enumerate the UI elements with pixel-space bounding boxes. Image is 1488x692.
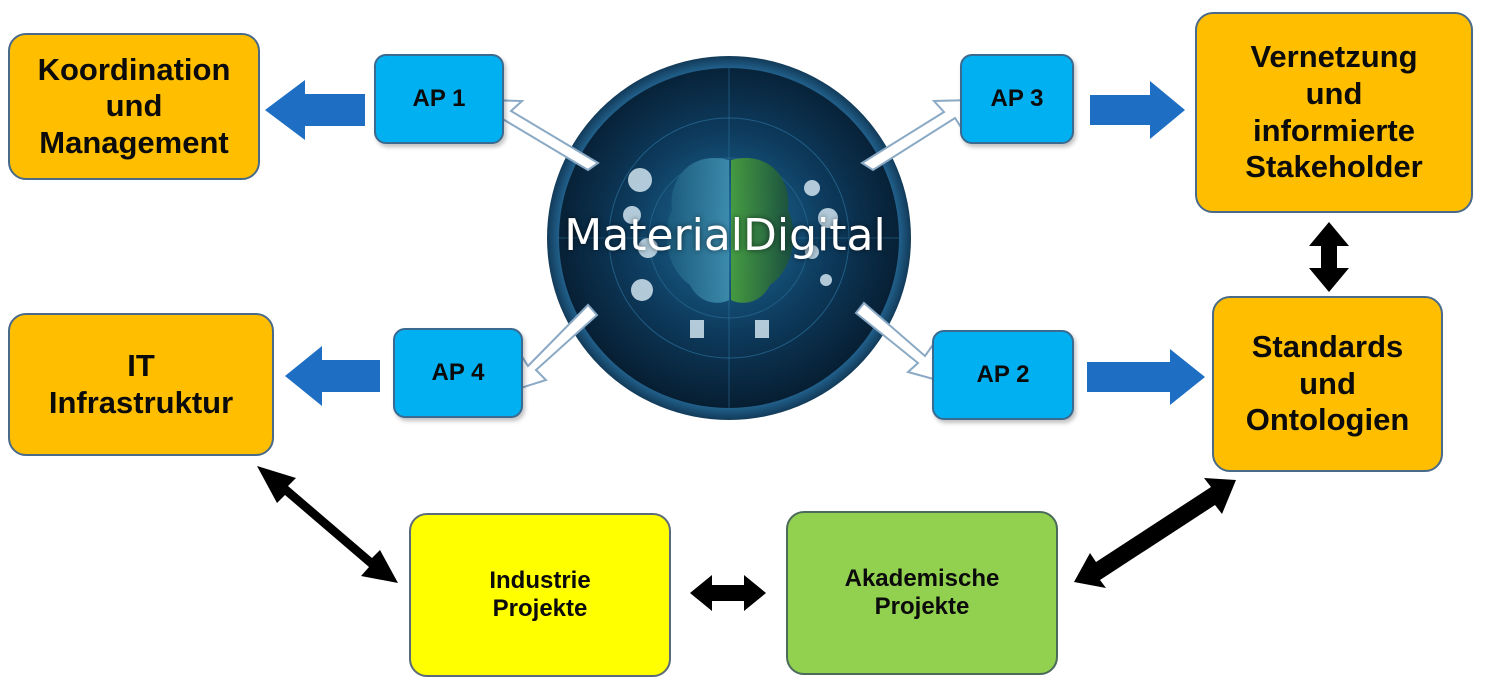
industrie-line-2: Projekte — [492, 595, 588, 622]
koordination-line-1: Koordination — [37, 51, 231, 87]
vernetzung-line-3: informierte — [1253, 112, 1415, 148]
arrow-vernetzung-standards — [1309, 222, 1349, 292]
arrow-industrie-akademisch — [690, 575, 766, 611]
standards-line-3: Ontologien — [1245, 402, 1410, 438]
ap-to-outer-arrows — [265, 80, 1205, 406]
koordination-line-3: Management — [39, 124, 229, 160]
arrow-ap1-koordination — [265, 80, 365, 140]
akademische-projekte-box: Akademische Projekte — [786, 511, 1058, 675]
it-line-2: Infrastruktur — [48, 384, 234, 420]
arrow-it-industrie — [257, 466, 398, 583]
arrow-akademisch-standards — [1074, 478, 1236, 588]
akademisch-line-2: Projekte — [874, 593, 970, 620]
ap2-label: AP 2 — [976, 360, 1030, 388]
it-line-1: IT — [127, 347, 155, 383]
ap3-box: AP 3 — [960, 54, 1074, 144]
ap4-box: AP 4 — [393, 328, 523, 418]
material-structure-icons — [623, 168, 838, 338]
arrow-ap3-vernetzung — [1090, 81, 1185, 139]
vernetzung-line-1: Vernetzung — [1250, 39, 1418, 75]
ap1-box: AP 1 — [374, 54, 504, 144]
koordination-management-box: Koordination und Management — [8, 33, 260, 180]
brain-right-icon — [731, 158, 794, 303]
vernetzung-line-4: Stakeholder — [1245, 149, 1423, 185]
arrow-ap2-standards — [1087, 349, 1205, 405]
standards-ontologien-box: Standards und Ontologien — [1212, 296, 1443, 472]
it-infrastruktur-box: IT Infrastruktur — [8, 313, 274, 456]
brain-left-icon — [666, 158, 729, 303]
vernetzung-line-2: und — [1305, 75, 1363, 111]
standards-line-2: und — [1299, 365, 1356, 401]
ap1-label: AP 1 — [412, 84, 466, 112]
standards-line-1: Standards — [1251, 329, 1404, 365]
arrow-ap4-it — [285, 346, 380, 406]
industrie-line-1: Industrie — [489, 566, 591, 594]
industrie-projekte-box: Industrie Projekte — [409, 513, 671, 677]
bidirectional-arrows — [257, 222, 1349, 611]
vernetzung-stakeholder-box: Vernetzung und informierte Stakeholder — [1195, 12, 1473, 213]
hub-to-ap-arrows — [483, 98, 974, 394]
ap3-label: AP 3 — [990, 84, 1044, 112]
hub-label: MaterialDigital — [564, 210, 886, 261]
akademisch-line-1: Akademische — [844, 564, 1000, 592]
arrow-hub-ap2 — [854, 301, 950, 385]
koordination-line-2: und — [105, 88, 163, 124]
hub-graphic — [547, 56, 911, 420]
ap4-label: AP 4 — [431, 358, 485, 386]
ap2-box: AP 2 — [932, 330, 1074, 420]
